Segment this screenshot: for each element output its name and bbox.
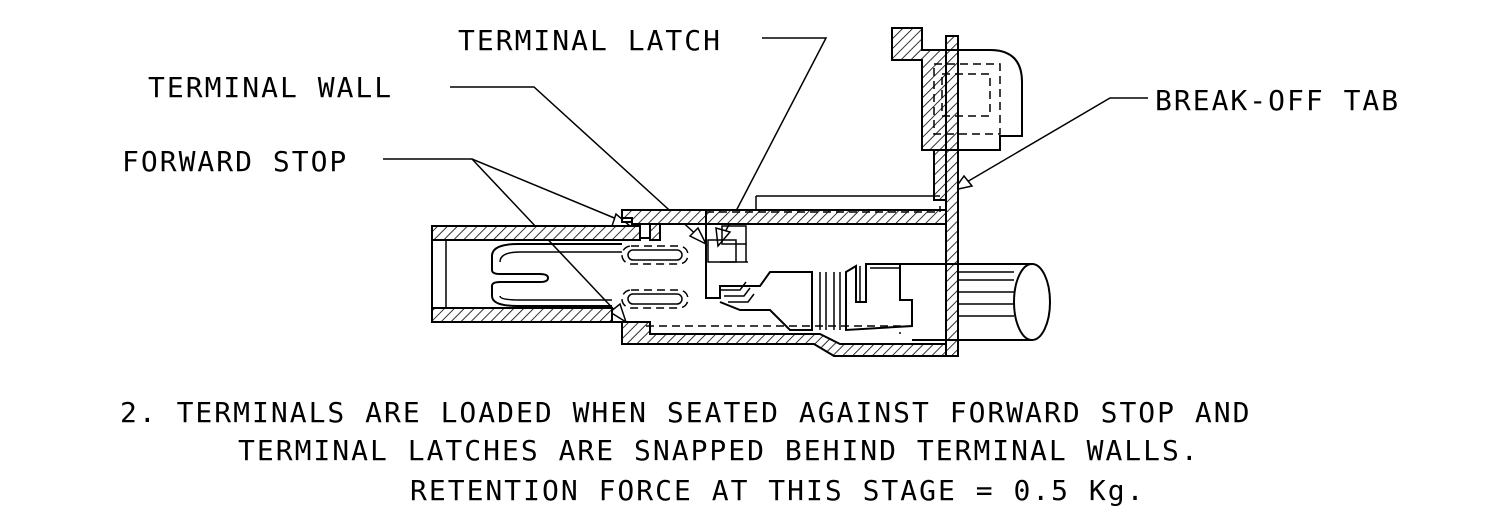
label-forward-stop: FORWARD STOP — [122, 145, 348, 178]
front-barrel — [431, 226, 622, 322]
label-terminal-wall: TERMINAL WALL — [148, 71, 393, 104]
leader-terminal-wall — [450, 86, 708, 246]
wire — [900, 263, 1051, 341]
leader-break-off-tab — [952, 97, 1148, 192]
note-line-2: TERMINAL LATCHES ARE SNAPPED BEHIND TERM… — [238, 434, 1200, 467]
leader-terminal-latch — [715, 37, 828, 248]
dimple-upper — [621, 245, 689, 265]
connector-housing — [431, 27, 959, 357]
note-line-1: 2. TERMINALS ARE LOADED WHEN SEATED AGAI… — [120, 396, 1251, 429]
label-break-off-tab: BREAK-OFF TAB — [1155, 84, 1400, 117]
label-terminal-latch: TERMINAL LATCH — [458, 24, 722, 57]
tab-body — [922, 49, 1023, 151]
note-line-3: RETENTION FORCE AT THIS STAGE = 0.5 Kg. — [410, 474, 1145, 507]
terminal — [705, 210, 913, 332]
dimple-lower — [621, 289, 689, 309]
